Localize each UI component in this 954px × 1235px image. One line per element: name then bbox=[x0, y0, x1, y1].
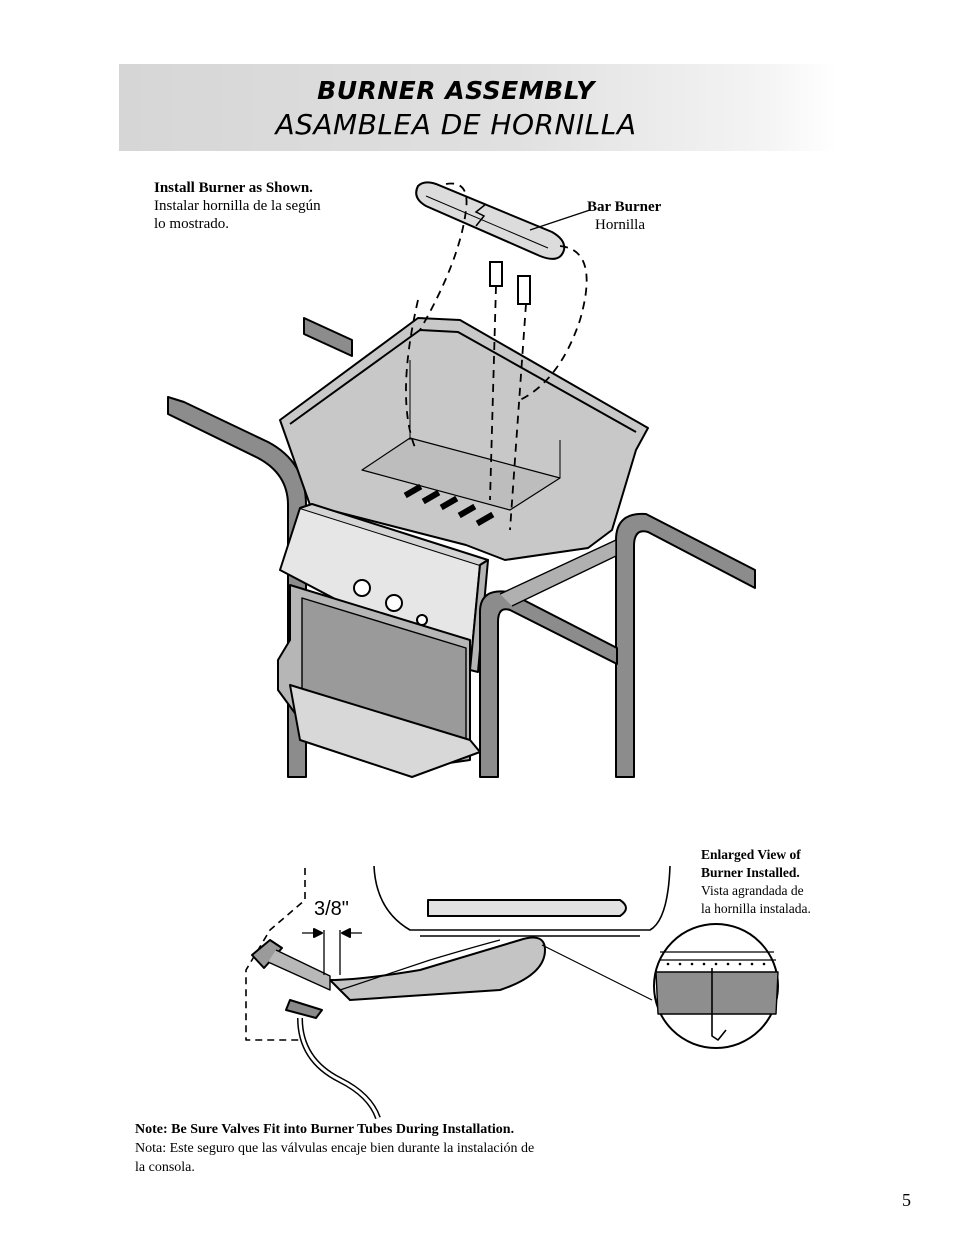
right-rear-rail bbox=[615, 512, 756, 778]
install-instruction-spanish-1: Instalar hornilla de la según bbox=[154, 198, 321, 214]
bar-burner-label-english: Bar Burner bbox=[587, 199, 662, 215]
install-instruction-spanish-2: lo mostrado. bbox=[154, 216, 229, 232]
enlarged-view-label-english-1: Enlarged View of bbox=[701, 847, 801, 862]
bar-burner-label-spanish: Hornilla bbox=[595, 217, 645, 233]
note-spanish-1: Nota: Este seguro que las válvulas encaj… bbox=[135, 1141, 535, 1156]
installation-note: Note: Be Sure Valves Fit into Burner Tub… bbox=[135, 1120, 585, 1177]
note-english: Note: Be Sure Valves Fit into Burner Tub… bbox=[135, 1122, 515, 1137]
enlarged-view-label-spanish-1: Vista agrandada de bbox=[701, 883, 804, 898]
install-instruction-english: Install Burner as Shown. bbox=[154, 180, 313, 196]
front-right-rail bbox=[479, 590, 618, 778]
firebox bbox=[279, 317, 649, 561]
enlarged-view-label-english-2: Burner Installed. bbox=[701, 865, 800, 880]
bar-burner bbox=[415, 181, 566, 305]
section-header: BURNER ASSEMBLY ASAMBLEA DE HORNILLA bbox=[119, 64, 837, 151]
install-instruction: Install Burner as Shown. Instalar hornil… bbox=[154, 179, 321, 233]
note-spanish-2: la consola. bbox=[135, 1160, 195, 1175]
dimension-label: 3/8" bbox=[314, 898, 349, 920]
back-rail bbox=[303, 317, 353, 357]
burner-detail bbox=[427, 899, 627, 917]
enlarged-view-label: Enlarged View of Burner Installed. Vista… bbox=[701, 846, 811, 918]
left-rear-rail bbox=[167, 396, 307, 778]
bar-burner-label: Bar Burner Hornilla bbox=[587, 198, 661, 234]
section-title-spanish: ASAMBLEA DE HORNILLA bbox=[275, 108, 637, 141]
section-title-english: BURNER ASSEMBLY bbox=[317, 76, 595, 105]
page-number: 5 bbox=[902, 1190, 911, 1210]
enlarged-view-label-spanish-2: la hornilla instalada. bbox=[701, 901, 811, 916]
